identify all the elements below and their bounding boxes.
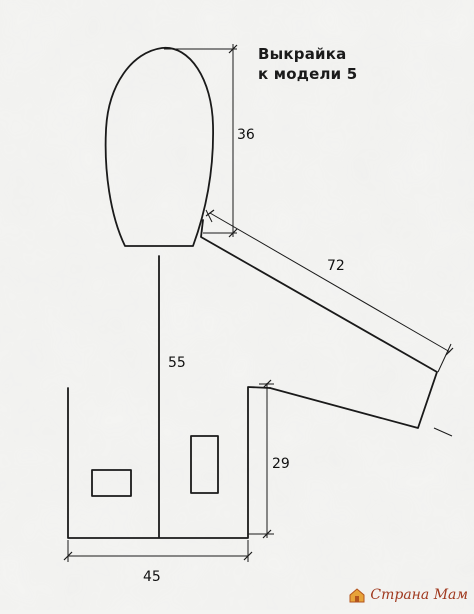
tick-sleeve-end [445, 347, 454, 356]
title-line-2: к модели 5 [258, 65, 358, 83]
title-line-1: Выкрайка [258, 45, 347, 63]
diagram-title: Выкрайка к модели 5 [258, 44, 357, 84]
watermark: Страна Мам [348, 586, 468, 604]
ext-line-sleeve-end [437, 343, 452, 373]
tick-sleeve-start [205, 209, 215, 217]
sleeve-outline [200, 219, 438, 429]
dim-label-width: 45 [143, 569, 161, 585]
dim-line-sleeve [209, 212, 451, 353]
pocket-left [91, 469, 132, 497]
dim-label-body: 55 [168, 355, 186, 371]
dim-label-sleeve: 72 [327, 258, 345, 274]
tick-hood-bottom [228, 228, 238, 238]
tick-side-bottom [262, 529, 272, 539]
tick-width-left [63, 551, 73, 561]
dim-label-hood: 36 [237, 127, 255, 143]
house-icon [348, 586, 366, 604]
watermark-text: Страна Мам [370, 587, 468, 603]
pocket-right [190, 435, 219, 494]
tick-hood-top [228, 44, 238, 54]
tick-width-right [243, 551, 253, 561]
body-outline [67, 386, 271, 539]
dim-label-side: 29 [272, 456, 290, 472]
tick-side-top [262, 379, 272, 389]
hood-outline [104, 47, 215, 247]
ext-line-cuff [433, 427, 453, 437]
ext-line-sleeve-start [205, 209, 213, 223]
